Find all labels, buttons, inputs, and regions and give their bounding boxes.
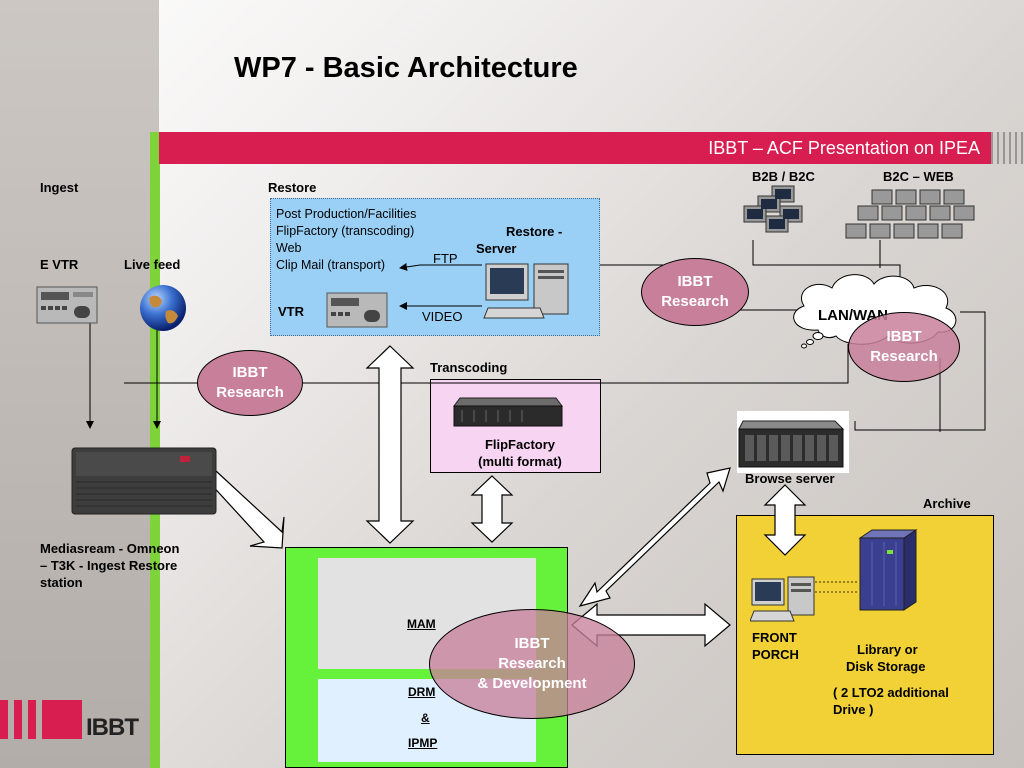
ingest-station-label: Mediasream - Omneon – T3K - Ingest Resto… [40,540,179,591]
library-line-1: Library or [857,642,918,657]
station-line-3: station [40,575,83,590]
ibbt-research-left-line-2: Research [216,384,284,401]
b2c-web-label: B2C – WEB [883,169,954,184]
omneon-server-icon [71,447,217,515]
browse-server-icon [737,411,849,473]
restore-server-line-2: Server [476,241,517,256]
restore-line-3: Web [276,241,302,255]
archive-label: Archive [923,496,971,511]
mam-label: MAM [407,617,436,631]
flipfactory-caption: FlipFactory (multi format) [450,436,590,470]
ibbt-dev-line-3: & Development [477,675,587,692]
station-line-1: Mediasream - Omneon [40,541,180,556]
b2b-computers-icon [743,185,803,233]
restore-label: Restore [268,180,317,195]
ampersand-label: & [421,711,430,725]
b2b-label: B2B / B2C [752,169,815,184]
ibbt-research-right: IBBT Research [848,312,960,382]
restore-services-list: Post Production/Facilities FlipFactory (… [276,206,416,274]
station-line-2: – T3K - Ingest Restore [40,558,178,573]
ftp-label: FTP [433,251,458,266]
ibbt-research-right-line-1: IBBT [886,328,922,345]
ibbt-research-development: IBBT Research & Development [429,609,635,719]
restore-server-label: Restore - Server [476,223,562,257]
restore-line-1: Post Production/Facilities [276,207,417,221]
browse-server-label: Browse server [745,471,835,486]
front-porch-label: FRONT PORCH [752,629,799,663]
library-line-2: Disk Storage [846,659,926,674]
ibbt-research-left: IBBT Research [197,350,303,416]
vtr-deck-icon [326,292,388,328]
ibbt-research-top-line-1: IBBT [677,273,713,290]
live-feed-label: Live feed [124,257,181,272]
flipfactory-line-1: FlipFactory [484,437,556,452]
header-band-stripes [991,132,1024,164]
video-label: VIDEO [422,309,463,324]
library-label: Library or Disk Storage [846,641,925,675]
front-porch-computer-icon [750,576,815,622]
vtr-label: VTR [278,304,304,319]
left-decorative-strip [0,0,159,768]
ibbt-research-right-line-2: Research [870,348,938,365]
ipmp-label: IPMP [408,736,438,750]
ibbt-logo-text: IBBT [86,714,139,741]
tape-library-icon [858,529,918,611]
restore-line-2: FlipFactory (transcoding) [276,224,415,238]
ibbt-research-top: IBBT Research [641,258,749,326]
ibbt-research-left-line-1: IBBT [232,364,268,381]
page-title: WP7 - Basic Architecture [234,52,578,84]
evtr-deck-icon [36,286,98,324]
ibbt-research-top-line-2: Research [661,293,729,310]
ingest-label: Ingest [40,180,79,195]
front-porch-line-2: PORCH [752,647,799,662]
flipfactory-server-icon [453,397,563,427]
drm-label: DRM [408,685,436,699]
ibbt-dev-line-1: IBBT [514,635,550,652]
ibbt-dev-line-2: Research [498,655,566,672]
restore-server-line-1: Restore - [506,224,563,239]
b2c-computers-icon [845,189,975,239]
ibbt-logo-mark [0,700,82,739]
globe-icon [140,285,186,331]
lto-line-1: ( 2 LTO2 additional [833,685,949,700]
evtr-label: E VTR [40,257,79,272]
flipfactory-line-2: (multi format) [478,454,562,469]
transcoding-label: Transcoding [430,360,508,375]
restore-server-computer-icon [483,263,569,319]
lto-line-2: Drive ) [833,702,874,717]
lto-drive-label: ( 2 LTO2 additional Drive ) [833,684,949,718]
front-porch-line-1: FRONT [752,630,797,645]
restore-line-4: Clip Mail (transport) [276,258,386,272]
presentation-banner: IBBT – ACF Presentation on IPEA [708,138,980,158]
header-band [159,132,991,164]
